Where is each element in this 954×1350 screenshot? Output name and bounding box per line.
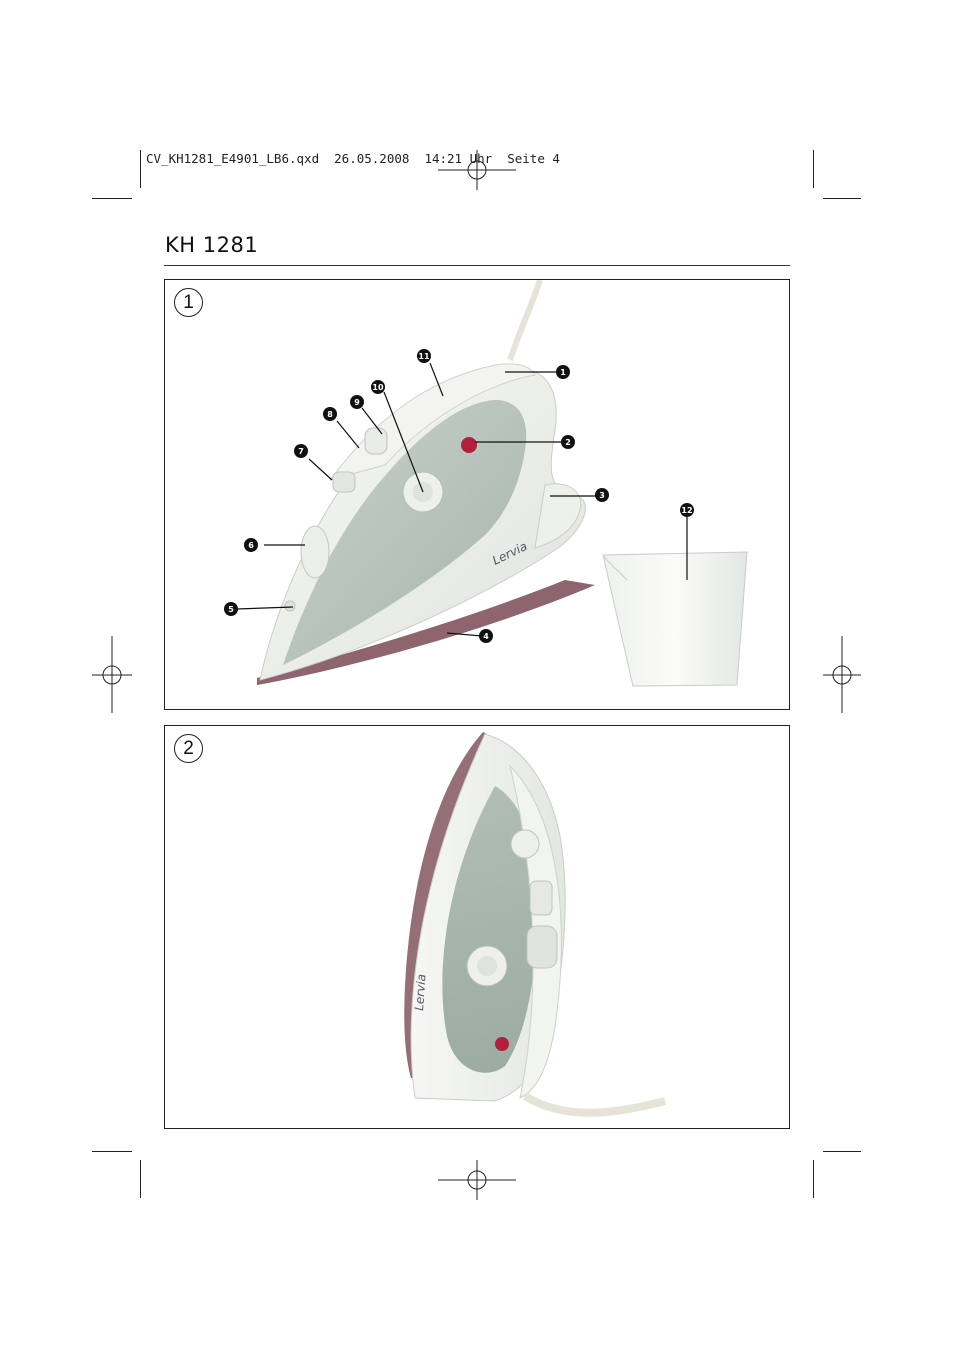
figure-2-frame: 2 Lervia	[164, 725, 790, 1129]
measuring-cup	[602, 551, 748, 687]
power-cord	[507, 280, 543, 361]
svg-text:2: 2	[565, 438, 571, 447]
heel-rest	[534, 483, 582, 549]
iron-illustration-upright: Lervia	[404, 732, 667, 1117]
nozzle	[284, 600, 296, 612]
figure-1-frame: 1	[164, 279, 790, 710]
print-slug: CV_KH1281_E4901_LB6.qxd 26.05.2008 14:21…	[146, 151, 560, 166]
svg-text:8: 8	[327, 410, 333, 419]
title-rule	[164, 265, 790, 266]
side-control	[300, 525, 330, 579]
svg-text:7: 7	[298, 447, 304, 456]
callout-9: 9	[350, 395, 364, 409]
figure-2-number: 2	[174, 734, 203, 763]
svg-text:12: 12	[681, 506, 692, 515]
registration-mark-bottom	[438, 1160, 516, 1200]
spray-button	[526, 925, 558, 969]
callout-8: 8	[323, 407, 337, 421]
callout-6: 6	[244, 538, 258, 552]
callout-10: 10	[371, 380, 385, 394]
figure-1-number: 1	[174, 288, 203, 317]
side-control	[510, 829, 540, 859]
page-title: KH 1281	[165, 233, 259, 257]
callouts: 1 2 3 4 5 6 7 8 9 10 11 12	[224, 349, 694, 643]
svg-text:3: 3	[599, 491, 605, 500]
svg-text:1: 1	[560, 368, 566, 377]
svg-text:11: 11	[418, 352, 430, 361]
steam-selector	[332, 471, 356, 493]
svg-text:6: 6	[248, 541, 254, 550]
water-tank	[442, 786, 538, 1073]
power-cord	[522, 1092, 667, 1117]
svg-text:9: 9	[354, 398, 360, 407]
svg-text:10: 10	[372, 383, 384, 392]
steam-selector	[529, 880, 553, 916]
callout-2: 2	[561, 435, 575, 449]
callout-3: 3	[595, 488, 609, 502]
callout-12: 12	[680, 503, 694, 517]
red-indicator	[461, 437, 477, 453]
callout-7: 7	[294, 444, 308, 458]
red-indicator	[495, 1037, 509, 1051]
registration-mark-left	[92, 636, 132, 713]
svg-text:5: 5	[228, 605, 234, 614]
callout-11: 11	[417, 349, 431, 363]
soleplate	[257, 580, 595, 685]
callout-5: 5	[224, 602, 238, 616]
water-tank	[283, 400, 527, 665]
iron-illustration-side: Lervia 1 2 3 4 5 6 7 8	[224, 280, 748, 687]
svg-text:4: 4	[483, 632, 489, 641]
iron-brand-label: Lervia	[412, 974, 429, 1012]
spray-button	[364, 427, 388, 455]
registration-mark-right	[823, 636, 861, 713]
callout-1: 1	[556, 365, 570, 379]
callout-4: 4	[479, 629, 493, 643]
